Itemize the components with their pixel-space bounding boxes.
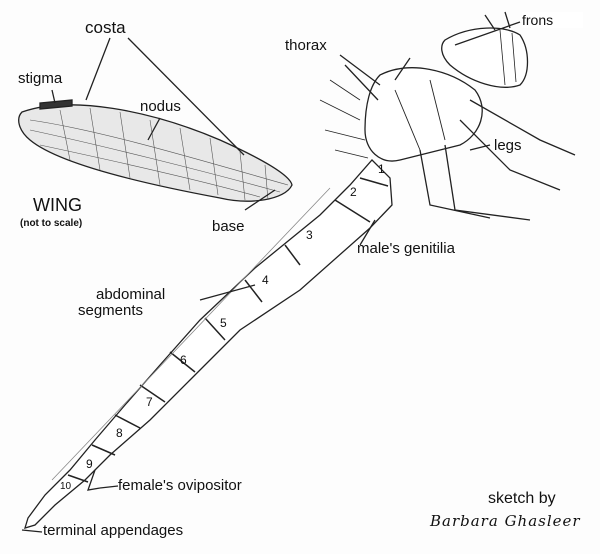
segment-label: 10 [60,481,72,492]
head [441,27,529,88]
abdomen [24,159,393,529]
label-male-genitilia: male's genitilia [357,240,455,257]
segment-label: 5 [220,316,227,330]
thorax [364,67,483,162]
label-segments: segments [78,302,144,319]
label-base: base [212,218,245,235]
segment-label: 7 [146,395,153,409]
legs [419,99,576,221]
label-wing: WING [33,195,82,215]
segment-label: 1 [378,162,385,176]
ovipositor [87,469,101,491]
signature: Barbara Ghasleer [430,512,581,530]
segment-label: 8 [116,426,123,440]
label-legs: legs [494,137,522,154]
label-not-to-scale: (not to scale) [20,218,83,229]
segment-label: 6 [180,353,187,367]
label-costa: costa [85,18,126,37]
segment-label: 4 [262,273,269,287]
label-thorax: thorax [285,37,327,54]
segment-label: 3 [306,228,313,242]
label-nodus: nodus [140,98,181,115]
label-female-ovipositor: female's ovipositor [118,477,242,494]
segment-label: 9 [86,457,93,471]
label-abdominal: abdominal [96,286,166,303]
label-stigma: stigma [18,70,63,87]
segment-label: 2 [350,185,357,199]
wing-stigma [39,99,73,110]
label-terminal-appendages: terminal appendages [43,522,184,539]
label-sketch-by: sketch by [488,490,556,507]
label-frons: frons [522,12,584,28]
